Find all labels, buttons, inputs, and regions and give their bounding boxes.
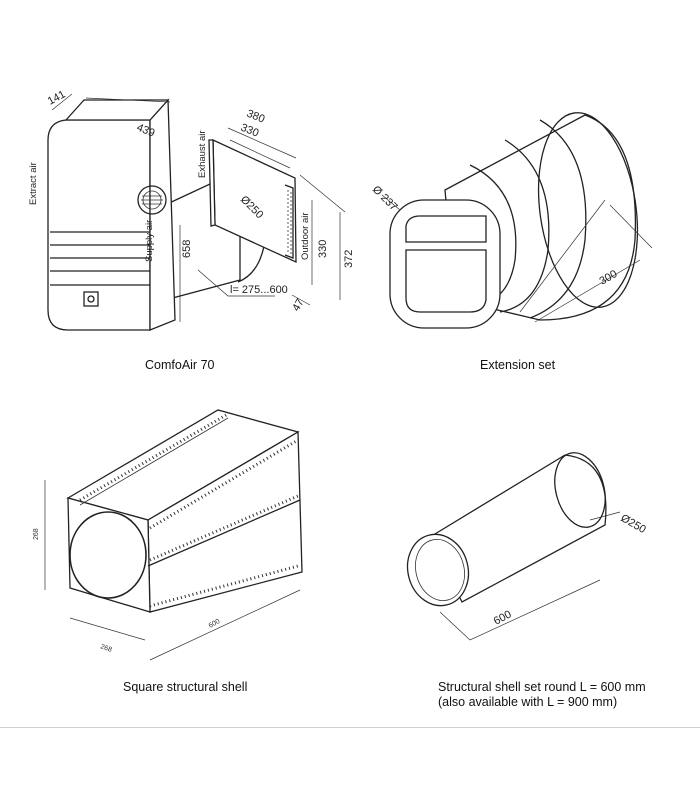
- round-shell-caption-line1: Structural shell set round L = 600 mm: [438, 680, 646, 694]
- dim-47: 47: [290, 297, 307, 314]
- dim-square-height-268: 268: [33, 528, 40, 540]
- square-shell-drawing: [44, 409, 303, 661]
- comfoair-unit-drawing: [47, 93, 346, 331]
- dim-length-275-600: l= 275...600: [230, 284, 288, 296]
- bottom-divider: [0, 727, 700, 728]
- dim-height-658: 658: [181, 240, 193, 258]
- dim-depth-141: 141: [46, 88, 68, 107]
- exhaust-air-label: Exhaust air: [197, 130, 208, 178]
- round-shell-caption-line2: (also available with L = 900 mm): [438, 695, 618, 709]
- dim-square-width-268: 268: [99, 643, 112, 654]
- extension-caption: Extension set: [480, 358, 556, 372]
- round-shell-drawing: [406, 452, 621, 641]
- supply-air-label: Supply air: [144, 220, 155, 262]
- extract-air-label: Extract air: [28, 162, 39, 205]
- comfoair-caption: ComfoAir 70: [145, 358, 215, 372]
- dim-round-diameter-250: Ø250: [619, 512, 648, 536]
- dim-extension-diameter-237: Ø 237: [370, 184, 400, 214]
- dim-square-length-600: 600: [208, 618, 222, 630]
- square-shell-caption: Square structural shell: [123, 680, 248, 694]
- extension-set-drawing: [381, 112, 653, 329]
- dim-330-vertical: 330: [317, 240, 329, 258]
- dim-round-length-600: 600: [492, 608, 514, 627]
- dim-372-vertical: 372: [343, 250, 355, 268]
- dim-plate-330: 330: [239, 122, 261, 140]
- outdoor-air-label: Outdoor air: [300, 212, 311, 260]
